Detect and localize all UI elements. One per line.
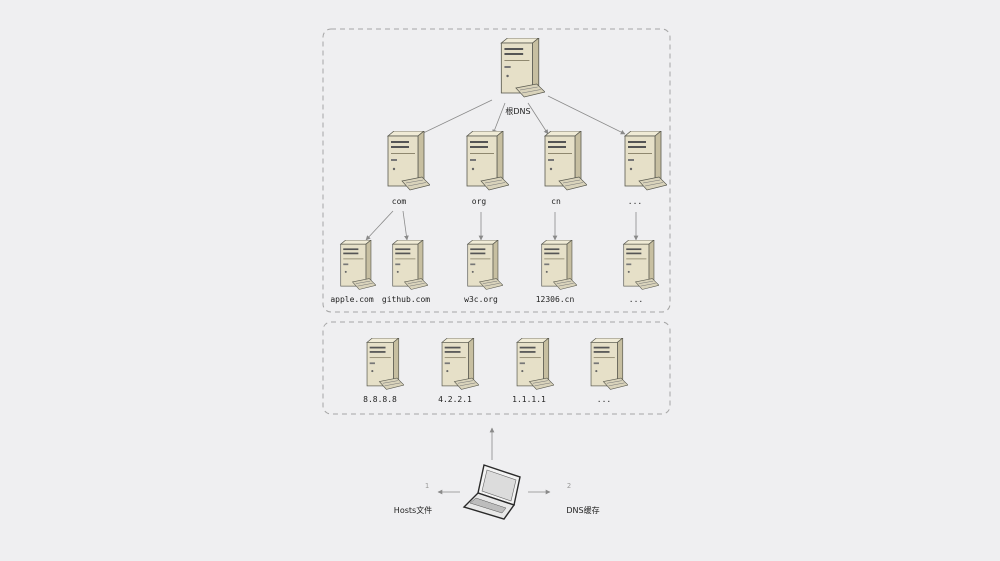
- server-icon: [617, 130, 668, 193]
- server-icon: [537, 130, 588, 193]
- public-dns-label-8888: 8.8.8.8: [363, 395, 397, 404]
- server-icon: [510, 337, 555, 392]
- laptop-icon: [462, 463, 522, 521]
- server-icon: [334, 239, 377, 292]
- server-icon: [459, 130, 510, 193]
- public-dns-label-more: ...: [596, 395, 612, 404]
- hosts-file-label: Hosts文件: [393, 506, 433, 515]
- root-dns-label: 根DNS: [505, 107, 531, 116]
- arrow-com-to-apple: [365, 210, 394, 241]
- server-icon: [617, 239, 660, 292]
- server-icon: [535, 239, 578, 292]
- tld-label-org: org: [471, 197, 487, 206]
- server-icon: [584, 337, 629, 392]
- tld-label-cn: cn: [551, 197, 561, 206]
- domain-label-w3c: w3c.org: [464, 295, 498, 304]
- arrow-root-to-more: [547, 95, 626, 135]
- dns-cache-label: DNS缓存: [566, 506, 600, 515]
- server-icon: [386, 239, 429, 292]
- domain-label-12306: 12306.cn: [535, 295, 575, 304]
- server-icon: [380, 130, 431, 193]
- public-dns-box: [322, 321, 671, 415]
- dns-hierarchy-box: [322, 28, 671, 313]
- server-icon: [493, 37, 546, 100]
- domain-label-github: github.com: [381, 295, 431, 304]
- public-dns-label-1111: 1.1.1.1: [512, 395, 546, 404]
- arrow-root-to-org: [492, 102, 506, 135]
- arrow-com-to-github: [402, 210, 409, 241]
- server-icon: [461, 239, 504, 292]
- cache-step-number: 2: [566, 482, 572, 490]
- public-dns-label-4221: 4.2.2.1: [438, 395, 472, 404]
- arrow-root-to-cn: [527, 102, 549, 135]
- server-icon: [435, 337, 480, 392]
- arrow-root-to-com: [416, 99, 493, 137]
- tld-label-com: com: [391, 197, 407, 206]
- server-icon: [360, 337, 405, 392]
- domain-label-more: ...: [628, 295, 644, 304]
- hosts-step-number: 1: [424, 482, 430, 490]
- tld-label-more: ...: [627, 197, 643, 206]
- domain-label-apple: apple.com: [330, 295, 374, 304]
